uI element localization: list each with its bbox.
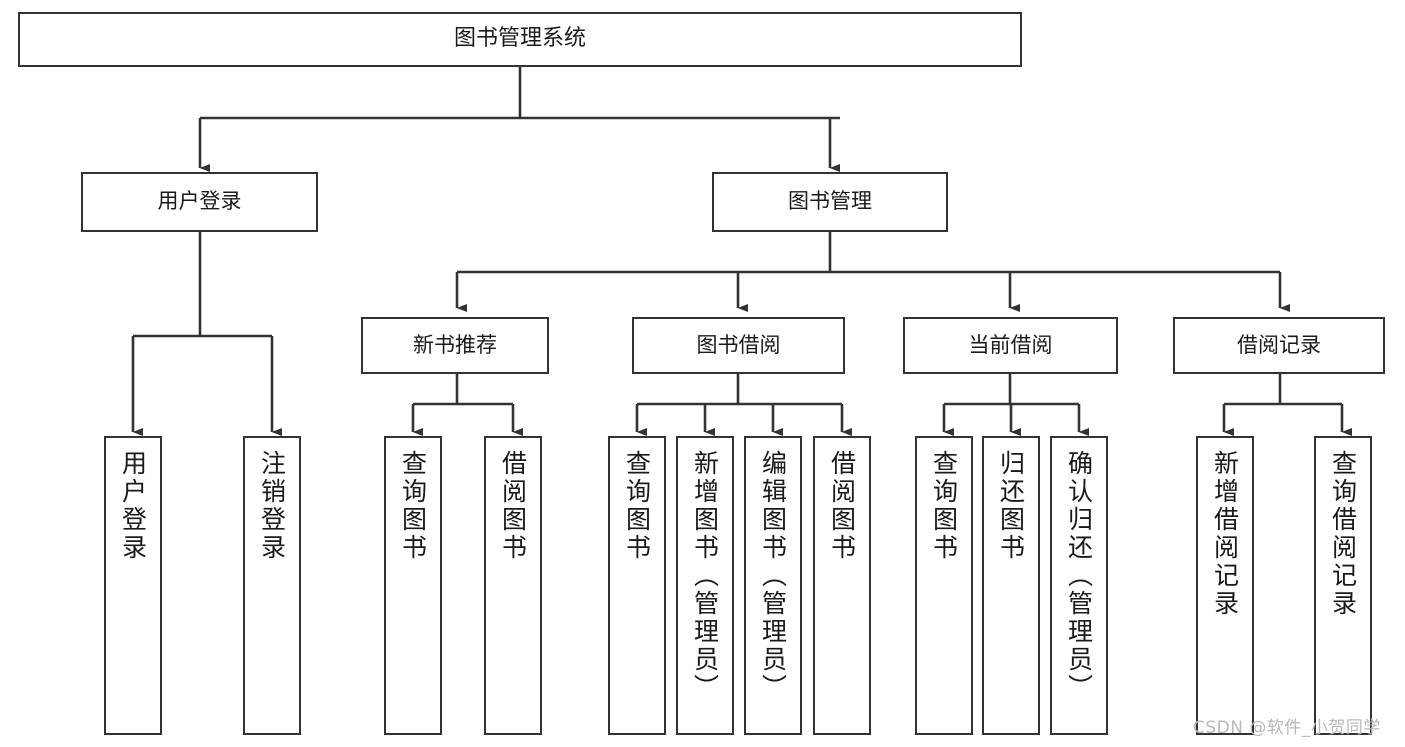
node-leaf-query-book-1-label: 查询图书 (398, 450, 428, 562)
node-borrow-record[interactable]: 借阅记录 (1173, 317, 1385, 374)
node-root-system[interactable]: 图书管理系统 (18, 12, 1022, 67)
node-leaf-borrow-book-2-label: 借阅图书 (827, 450, 857, 562)
node-leaf-query-book-3[interactable]: 查询图书 (915, 436, 973, 735)
node-leaf-query-borrow-record[interactable]: 查询借阅记录 (1314, 436, 1372, 735)
node-book-borrow-label: 图书借阅 (696, 332, 781, 357)
node-leaf-borrow-book-2[interactable]: 借阅图书 (813, 436, 871, 735)
node-leaf-query-borrow-record-label: 查询借阅记录 (1328, 450, 1358, 618)
node-leaf-add-borrow-record[interactable]: 新增借阅记录 (1196, 436, 1254, 735)
node-leaf-user-login[interactable]: 用户登录 (104, 436, 162, 735)
node-book-borrow[interactable]: 图书借阅 (632, 317, 845, 374)
node-leaf-edit-book-label: 编辑图书（管理员） (758, 450, 788, 702)
node-book-management[interactable]: 图书管理 (712, 172, 948, 232)
node-current-borrow[interactable]: 当前借阅 (903, 317, 1118, 374)
node-leaf-add-book-label: 新增图书（管理员） (690, 450, 720, 702)
node-borrow-record-label: 借阅记录 (1237, 332, 1321, 357)
node-book-management-label: 图书管理 (788, 189, 872, 214)
node-root-system-label: 图书管理系统 (453, 26, 586, 52)
node-leaf-logout-login-label: 注销登录 (257, 450, 287, 562)
node-leaf-query-book-2-label: 查询图书 (622, 450, 652, 562)
node-leaf-borrow-book-1-label: 借阅图书 (498, 450, 528, 562)
node-leaf-query-book-3-label: 查询图书 (929, 450, 959, 562)
node-user-login-label: 用户登录 (157, 189, 242, 214)
node-leaf-add-book[interactable]: 新增图书（管理员） (676, 436, 734, 735)
node-current-borrow-label: 当前借阅 (968, 332, 1053, 357)
node-leaf-logout-login[interactable]: 注销登录 (243, 436, 301, 735)
node-leaf-add-borrow-record-label: 新增借阅记录 (1210, 450, 1240, 618)
node-user-login[interactable]: 用户登录 (81, 172, 318, 232)
node-leaf-confirm-return-label: 确认归还（管理员） (1064, 450, 1094, 702)
csdn-watermark: CSDN @软件_小贺同学 (1193, 718, 1381, 738)
node-leaf-confirm-return[interactable]: 确认归还（管理员） (1050, 436, 1108, 735)
node-leaf-query-book-1[interactable]: 查询图书 (384, 436, 442, 735)
node-leaf-borrow-book-1[interactable]: 借阅图书 (484, 436, 542, 735)
node-leaf-query-book-2[interactable]: 查询图书 (608, 436, 666, 735)
node-leaf-user-login-label: 用户登录 (118, 450, 148, 562)
node-leaf-edit-book[interactable]: 编辑图书（管理员） (744, 436, 802, 735)
node-leaf-return-book[interactable]: 归还图书 (982, 436, 1040, 735)
node-leaf-return-book-label: 归还图书 (996, 450, 1026, 562)
node-new-book-recommend[interactable]: 新书推荐 (361, 317, 549, 374)
node-new-book-recommend-label: 新书推荐 (413, 332, 497, 357)
